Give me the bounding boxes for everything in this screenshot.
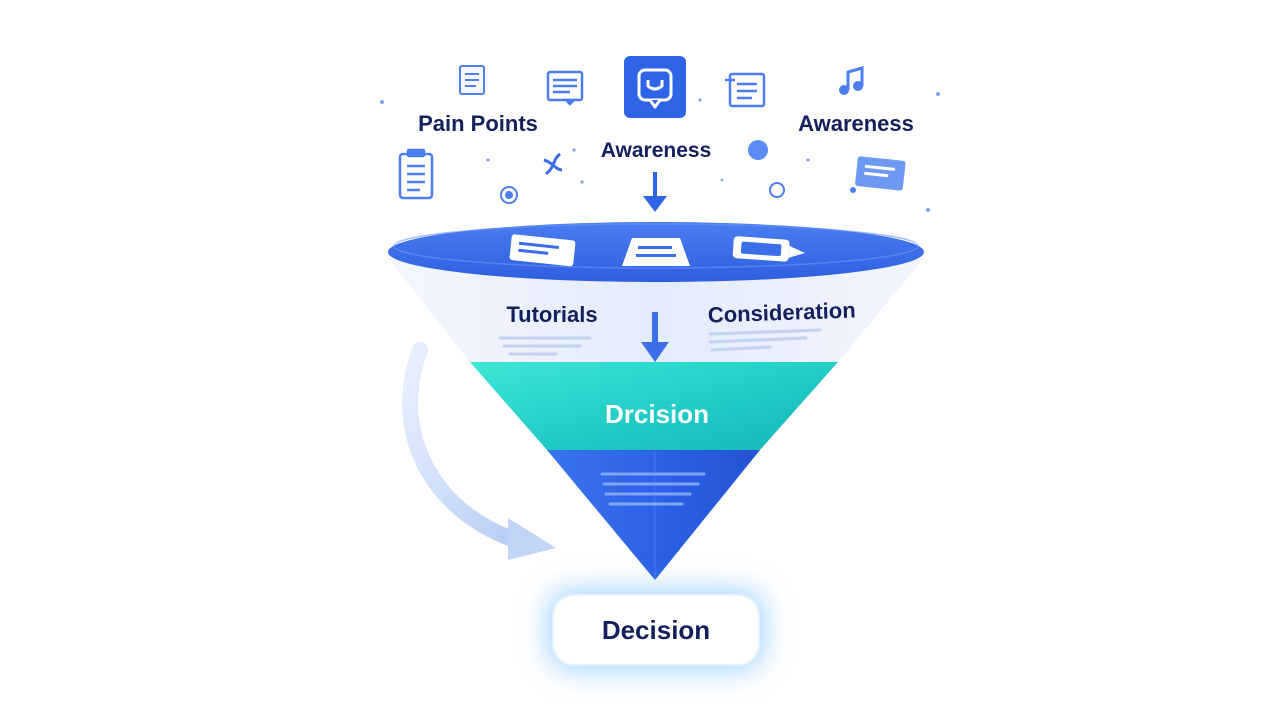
funnel-band-tip — [547, 450, 760, 580]
flow-curve-arrow — [402, 342, 556, 560]
dna-icon — [543, 152, 563, 176]
presentation-icon — [546, 70, 584, 106]
sparkle-dots — [380, 92, 940, 212]
funnel-band-consideration — [388, 258, 924, 362]
arrow-down-icon — [643, 172, 667, 212]
tip-lines — [600, 472, 706, 506]
label-awareness-center: Awareness — [601, 139, 712, 162]
chat-bubble-icon — [624, 56, 686, 118]
paper-stack-icon — [622, 238, 690, 266]
circle-dot-icon — [769, 182, 785, 198]
article-card-icon — [509, 234, 576, 267]
laptop-icon — [732, 236, 805, 262]
blue-dot — [748, 140, 768, 160]
label-awareness-right: Awareness — [798, 111, 914, 136]
decision-pill: Decision — [554, 596, 758, 664]
label-decision-final: Decision — [601, 614, 711, 645]
message-card-icon — [855, 156, 906, 191]
consideration-lines — [708, 328, 822, 352]
checklist-icon — [398, 148, 434, 200]
funnel-band-decision — [470, 362, 838, 450]
target-icon — [500, 186, 518, 204]
arrow-down-icon — [641, 312, 669, 362]
music-note-icon — [839, 66, 864, 95]
label-pain-points: Pain Points — [418, 111, 538, 136]
label-consideration: Consideration — [707, 297, 856, 327]
label-decision-band: Drcision — [605, 399, 709, 429]
tutorials-lines — [498, 336, 592, 356]
document-icon — [459, 65, 485, 95]
label-tutorials: Tutorials — [506, 302, 597, 327]
notes-icon — [725, 72, 766, 108]
